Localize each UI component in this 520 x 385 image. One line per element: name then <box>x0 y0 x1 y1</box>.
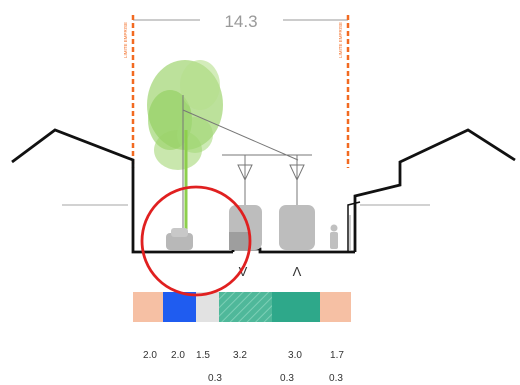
car <box>166 228 193 250</box>
sub-width-labels: 0.3 0.3 0.3 <box>208 373 343 384</box>
pedestrian <box>330 224 338 249</box>
tram-right <box>279 205 315 250</box>
zones-bar <box>133 292 351 322</box>
total-width-label: 14.3 <box>224 12 257 31</box>
direction-arrow-up: Λ <box>293 264 302 279</box>
zone-block-5 <box>272 292 320 322</box>
limit-label-right: LIMITE EMPRISE <box>338 22 343 58</box>
highlight-circle <box>140 185 252 297</box>
zone-block-3 <box>196 292 219 322</box>
building-right-step <box>347 201 361 252</box>
sub-width-label-3: 0.3 <box>329 373 343 384</box>
zone-width-label-5: 3.0 <box>288 350 302 361</box>
sub-width-label-1: 0.3 <box>208 373 222 384</box>
tree <box>147 60 223 250</box>
building-left-outline <box>11 128 233 254</box>
sub-width-label-2: 0.3 <box>280 373 294 384</box>
zone-width-label-2: 2.0 <box>171 350 185 361</box>
zone-width-labels: 2.0 2.0 1.5 3.2 3.0 1.7 <box>143 350 344 361</box>
zone-width-label-6: 1.7 <box>330 350 344 361</box>
limit-label-left: LIMITE EMPRISE <box>123 22 128 58</box>
zone-block-4 <box>219 292 272 322</box>
direction-arrow-down: V <box>239 264 248 279</box>
zone-block-2 <box>163 292 196 322</box>
zone-block-6 <box>320 292 351 322</box>
zone-block-1 <box>133 292 163 322</box>
tram-left <box>229 205 262 250</box>
building-right-outline <box>353 128 516 252</box>
zone-width-label-1: 2.0 <box>143 350 157 361</box>
zone-width-label-3: 1.5 <box>196 350 210 361</box>
road-base <box>133 248 348 254</box>
catenary-system <box>182 95 312 250</box>
zone-width-label-4: 3.2 <box>233 350 247 361</box>
